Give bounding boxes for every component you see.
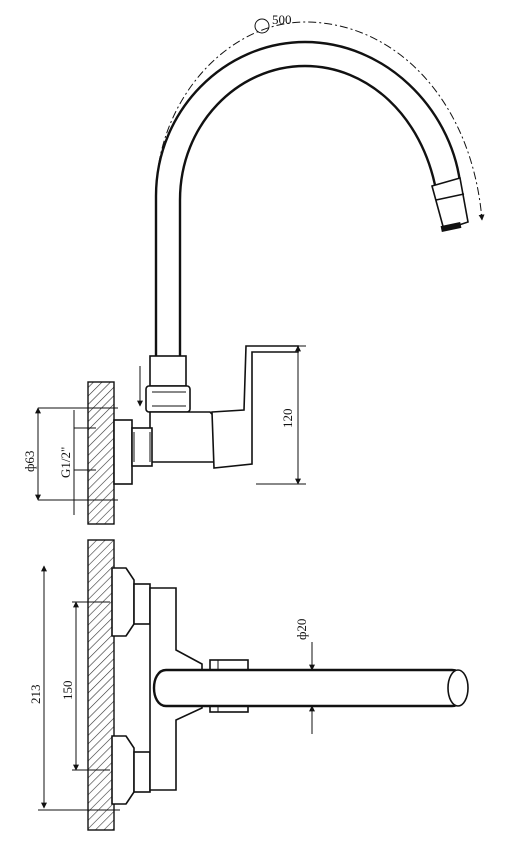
spout-nut: [145, 385, 191, 413]
aerator-dark-tip: [440, 221, 462, 233]
mixer-body: [149, 411, 219, 463]
spout-collar: [149, 355, 187, 387]
eccentric-upper: [133, 583, 151, 625]
spout-end-top: [447, 669, 469, 707]
spout-aerator: [431, 176, 469, 232]
center-distance-label: 150: [60, 681, 75, 701]
reach-dimension-arc: [155, 21, 485, 221]
spout-reach-label: 500: [272, 12, 292, 27]
side-view: 500 120 ф63 G1/2": [22, 12, 485, 525]
wall-flange: [113, 419, 133, 485]
aerator-band: [435, 193, 465, 201]
handle-height-label: 120: [280, 409, 295, 429]
flange-upper: [111, 567, 135, 637]
spout-inner-line: [178, 64, 438, 356]
lever-handle: [211, 345, 299, 469]
flange-diameter-label: ф63: [22, 451, 37, 472]
spout-outer-line: [154, 40, 462, 356]
spout-tube-top: [152, 668, 467, 708]
wall-section-lower: [87, 539, 115, 831]
reach-dimension-origin: [254, 18, 270, 34]
top-view: ф20 213 150: [28, 539, 469, 831]
overall-width-label: 213: [28, 685, 43, 705]
wall-section-upper: [87, 381, 115, 525]
pipe-diameter-label: ф20: [294, 619, 309, 640]
thread-label: G1/2": [58, 447, 73, 478]
eccentric-connector: [131, 427, 153, 467]
flange-lower: [111, 735, 135, 805]
eccentric-lower: [133, 751, 151, 793]
